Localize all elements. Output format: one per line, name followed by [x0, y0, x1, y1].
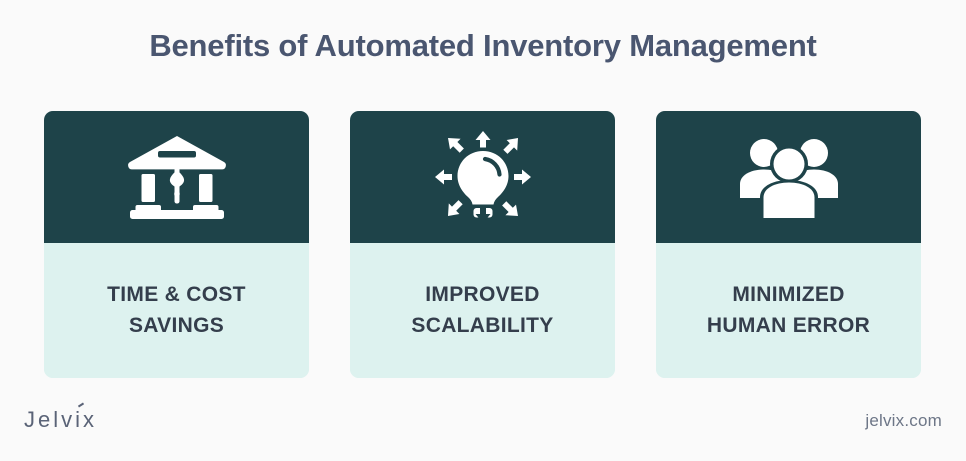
- card-icon-area: [656, 111, 921, 243]
- card-label-line2: SAVINGS: [128, 313, 225, 337]
- people-group-icon: [739, 136, 839, 218]
- benefit-card-time-cost-savings[interactable]: TIME & COST SAVINGS: [44, 111, 309, 378]
- brand-logo-part2: x: [83, 407, 98, 432]
- page-title: Benefits of Automated Inventory Manageme…: [149, 28, 817, 63]
- brand-logo-accent-letter: i: [75, 407, 84, 432]
- card-icon-area: [350, 111, 615, 243]
- lightbulb-expand-icon: [434, 131, 531, 223]
- brand-logo[interactable]: Jelvix: [24, 407, 97, 433]
- card-body: TIME & COST SAVINGS: [44, 243, 309, 378]
- benefit-card-list: TIME & COST SAVINGS: [44, 111, 921, 378]
- card-label-line1: IMPROVED: [425, 283, 540, 307]
- brand-logo-part1: Jelv: [24, 407, 76, 432]
- benefit-card-minimized-human-error[interactable]: MINIMIZED HUMAN ERROR: [656, 111, 921, 378]
- card-label-line2: HUMAN ERROR: [706, 313, 871, 337]
- bank-dollar-icon: [127, 134, 227, 220]
- card-body: MINIMIZED HUMAN ERROR: [656, 243, 921, 378]
- benefit-card-improved-scalability[interactable]: IMPROVED SCALABILITY: [350, 111, 615, 378]
- card-label: MINIMIZED HUMAN ERROR: [707, 280, 870, 341]
- card-icon-area: [44, 111, 309, 243]
- card-label-line1: TIME & COST: [107, 283, 246, 307]
- site-url[interactable]: jelvix.com: [865, 411, 942, 430]
- card-label: IMPROVED SCALABILITY: [411, 280, 553, 341]
- card-label-line1: MINIMIZED: [732, 283, 845, 307]
- card-label: TIME & COST SAVINGS: [107, 280, 246, 341]
- card-label-line2: SCALABILITY: [411, 313, 554, 337]
- card-body: IMPROVED SCALABILITY: [350, 243, 615, 378]
